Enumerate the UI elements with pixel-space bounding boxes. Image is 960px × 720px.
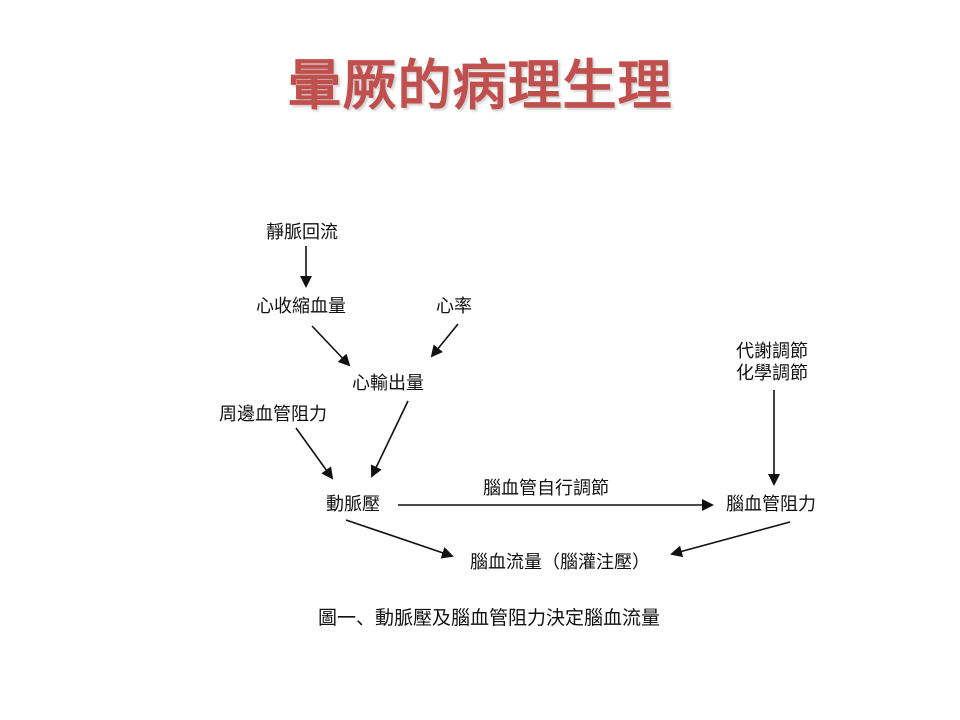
arrow-cardiac-output-to-arterial-pressure xyxy=(370,400,409,478)
node-metabolic-regulation-line1: 代謝調節 xyxy=(736,341,808,362)
slide-title: 暈厥的病理生理 xyxy=(287,53,673,117)
node-cardiac-output: 心輸出量 xyxy=(352,373,424,394)
node-cerebral-blood-flow: 腦血流量（腦灌注壓） xyxy=(470,552,650,573)
node-metabolic-regulation-line2: 化學調節 xyxy=(736,363,808,384)
figure-caption: 圖一、動脈壓及腦血管阻力決定腦血流量 xyxy=(318,607,661,629)
edge-label-autoregulation: 腦血管自行調節 xyxy=(483,478,609,499)
node-heart-rate: 心率 xyxy=(436,296,472,317)
arrow-cerebrovascular-resistance-to-cerebral-blood-flow xyxy=(670,521,791,558)
arrow-heart-rate-to-cardiac-output xyxy=(430,323,459,358)
arrow-stroke-volume-to-cardiac-output xyxy=(311,325,351,367)
arrow-arterial-pressure-to-cerebral-blood-flow xyxy=(345,519,454,559)
node-arterial-pressure: 動脈壓 xyxy=(326,494,380,515)
node-metabolic-chemical-regulation: 代謝調節 化學調節 xyxy=(736,341,808,385)
node-stroke-volume: 心收縮血量 xyxy=(256,296,346,317)
node-peripheral-resistance: 周邊血管阻力 xyxy=(219,404,327,425)
node-venous-return: 靜脈回流 xyxy=(266,222,338,243)
node-cerebrovascular-resistance: 腦血管阻力 xyxy=(726,494,816,515)
arrow-peripheral-resistance-to-arterial-pressure xyxy=(295,427,334,480)
